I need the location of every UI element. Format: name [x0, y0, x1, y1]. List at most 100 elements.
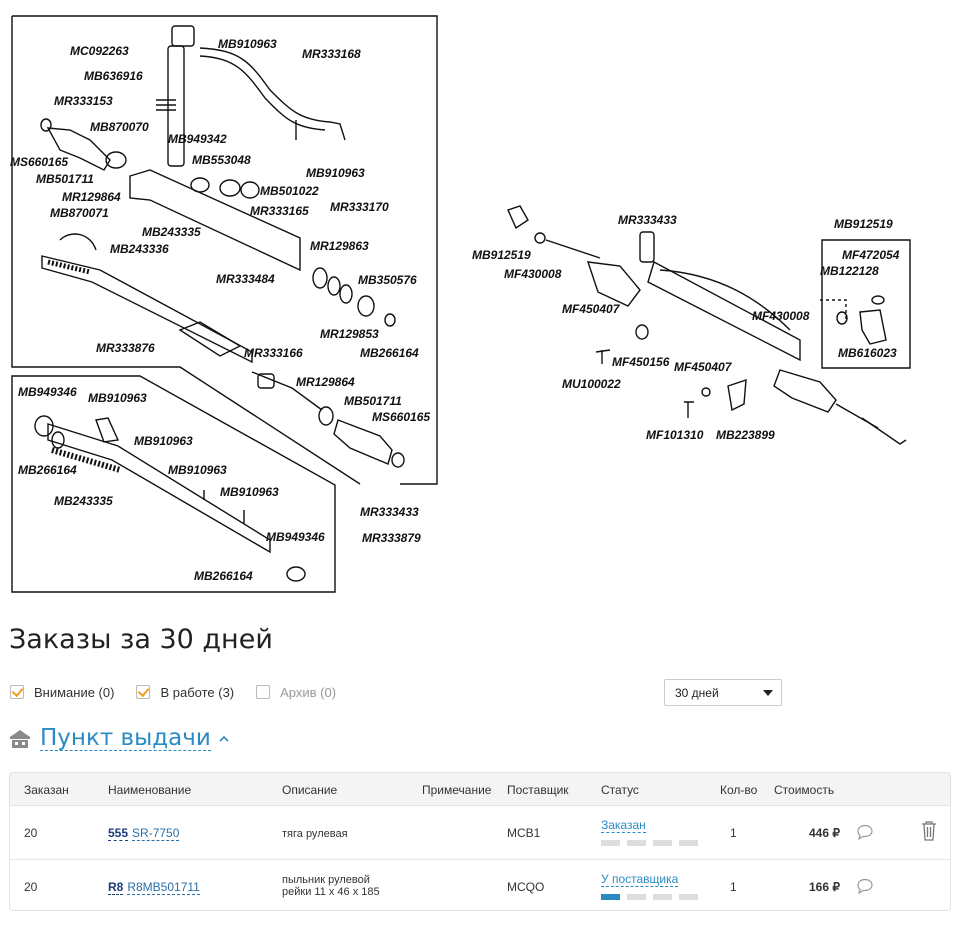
diagram-label: MB910963 — [134, 434, 193, 448]
col-ordered: Заказан — [24, 783, 69, 797]
col-qty: Кол-во — [720, 783, 758, 797]
parts-diagram: MC092263 MB910963 MR333168 MB636916 MR33… — [10, 15, 911, 593]
diagram-label: MB870071 — [50, 206, 109, 220]
page-title: Заказы за 30 дней — [9, 624, 273, 655]
diagram-label: MR333168 — [302, 47, 361, 61]
col-note: Примечание — [422, 783, 492, 797]
orders-table: Заказан Наименование Описание Примечание… — [9, 772, 951, 911]
cell-price: 166 ₽ — [809, 880, 840, 894]
status-link[interactable]: У поставщика — [601, 872, 679, 887]
diagram-label: MB910963 — [218, 37, 277, 51]
diagram-label: MR333165 — [250, 204, 309, 218]
diagram-label: MB553048 — [192, 153, 251, 167]
filter-bar: Внимание (0) В работе (3) Архив (0) — [10, 682, 358, 702]
cell-description: пыльник рулевой рейки 11 х 46 х 185 — [282, 874, 380, 898]
diagram-label: MB636916 — [84, 69, 143, 83]
diagram-label: MF430008 — [752, 309, 810, 323]
diagram-label: MB501022 — [260, 184, 319, 198]
chevron-up-icon[interactable] — [219, 734, 229, 744]
diagram-label: MF430008 — [504, 267, 562, 281]
checkbox-in-progress[interactable] — [136, 685, 151, 699]
filter-archive[interactable]: Архив (0) — [256, 685, 336, 700]
diagram-label: MB870070 — [90, 120, 149, 134]
cell-supplier: MCQO — [507, 880, 545, 894]
diagram-label: MC092263 — [70, 44, 129, 58]
diagram-label: MR333876 — [96, 341, 155, 355]
cell-price: 446 ₽ — [809, 826, 840, 840]
diagram-label: MF450156 — [612, 355, 670, 369]
table-header: Заказан Наименование Описание Примечание… — [10, 773, 950, 805]
col-supplier: Поставщик — [507, 783, 569, 797]
pickup-header[interactable]: Пункт выдачи — [9, 726, 229, 751]
diagram-label: MR333433 — [618, 213, 677, 227]
diagram-label: MB501711 — [36, 172, 94, 186]
building-icon — [10, 729, 30, 748]
frame-lower — [11, 375, 336, 593]
checkbox-archive[interactable] — [256, 685, 271, 699]
brand-link[interactable]: 555 — [108, 826, 129, 841]
diagram-label: MR333170 — [330, 200, 389, 214]
diagram-label: MB266164 — [18, 463, 77, 477]
diagram-label: MS660165 — [372, 410, 430, 424]
diagram-label: MF450407 — [562, 302, 621, 316]
diagram-label: MB949346 — [266, 530, 325, 544]
comment-icon[interactable] — [856, 878, 874, 894]
part-number-link[interactable]: R8MB501711 — [127, 880, 200, 895]
cell-status: У поставщика — [601, 872, 705, 900]
filter-attention[interactable]: Внимание (0) — [10, 685, 114, 700]
comment-icon[interactable] — [856, 824, 874, 840]
trash-icon[interactable] — [921, 820, 937, 842]
part-number-link[interactable]: SR-7750 — [132, 826, 180, 841]
diagram-label: MR129853 — [320, 327, 379, 341]
diagram-label: MR333879 — [362, 531, 421, 545]
description-line: пыльник рулевой — [282, 874, 370, 886]
description-line: рейки 11 х 46 х 185 — [282, 886, 380, 898]
diagram-label: MR333433 — [360, 505, 419, 519]
filter-in-progress[interactable]: В работе (3) — [136, 685, 234, 700]
diagram-label: MB949342 — [168, 132, 227, 146]
pickup-link[interactable]: Пункт выдачи — [40, 725, 211, 751]
cell-ordered: 20 — [24, 826, 38, 840]
diagram-label: MR129864 — [296, 375, 355, 389]
diagram-label: MS660165 — [10, 155, 68, 169]
diagram-label: MB949346 — [18, 385, 77, 399]
col-description: Описание — [282, 783, 338, 797]
chevron-down-icon — [763, 690, 773, 696]
filter-attention-label: Внимание (0) — [34, 684, 115, 700]
cell-status: Заказан — [601, 818, 705, 846]
checkbox-attention[interactable] — [10, 685, 24, 699]
diagram-label: MR129864 — [62, 190, 121, 204]
diagram-label: MB223899 — [716, 428, 775, 442]
diagram-label: MR333166 — [244, 346, 303, 360]
diagram-label: MB912519 — [472, 248, 531, 262]
diagram-label: MB243335 — [142, 225, 201, 239]
filter-archive-label: Архив (0) — [280, 684, 337, 700]
diagram-label: MB912519 — [834, 217, 893, 231]
frame-upper — [11, 15, 438, 485]
diagram-label: MB243336 — [110, 242, 169, 256]
brand-link[interactable]: R8 — [108, 880, 124, 895]
diagram-label: MB243335 — [54, 494, 113, 508]
cell-qty: 1 — [730, 880, 737, 894]
diagram-label: MR333153 — [54, 94, 113, 108]
col-price: Стоимость — [774, 783, 835, 797]
diagram-label: MR129863 — [310, 239, 369, 253]
diagram-label: MB910963 — [88, 391, 147, 405]
diagram-label: MB501711 — [344, 394, 402, 408]
diagram-label: MB616023 — [838, 346, 897, 360]
diagram-label: MR333484 — [216, 272, 275, 286]
period-select[interactable]: 30 дней — [664, 679, 782, 706]
diagram-label: MB122128 — [820, 264, 879, 278]
cell-description: тяга рулевая — [282, 828, 348, 840]
cell-qty: 1 — [730, 826, 737, 840]
cell-supplier: MCB1 — [507, 826, 541, 840]
diagram-label: MB350576 — [358, 273, 417, 287]
status-link[interactable]: Заказан — [601, 818, 646, 833]
diagram-label: MF450407 — [674, 360, 733, 374]
diagram-label: MB266164 — [194, 569, 253, 583]
status-progress — [601, 840, 705, 846]
